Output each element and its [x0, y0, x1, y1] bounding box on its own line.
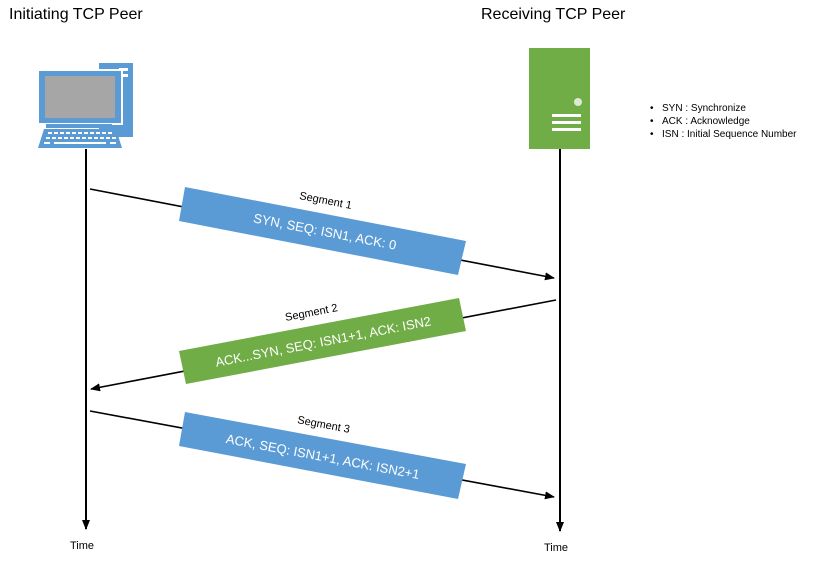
- server-icon: [529, 48, 590, 149]
- receiving-peer-title: Receiving TCP Peer: [481, 6, 626, 23]
- desktop-computer-icon: [37, 63, 133, 148]
- legend-item-isn: ISN : Initial Sequence Number: [648, 128, 797, 141]
- legend-item-syn: SYN : Synchronize: [648, 102, 797, 115]
- segment-3-label: Segment 3: [296, 414, 351, 436]
- segment-1-label: Segment 1: [298, 190, 353, 212]
- abbreviation-legend: SYN : Synchronize ACK : Acknowledge ISN …: [648, 102, 797, 141]
- time-label-left: Time: [70, 540, 95, 552]
- segment-2-box: [179, 298, 466, 384]
- legend-item-ack: ACK : Acknowledge: [648, 115, 797, 128]
- initiating-peer-title: Initiating TCP Peer: [9, 6, 143, 23]
- time-label-right: Time: [544, 542, 569, 554]
- segment-2-label: Segment 2: [284, 302, 339, 324]
- segment-3-box: [179, 412, 466, 499]
- segment-1-box: [179, 187, 466, 275]
